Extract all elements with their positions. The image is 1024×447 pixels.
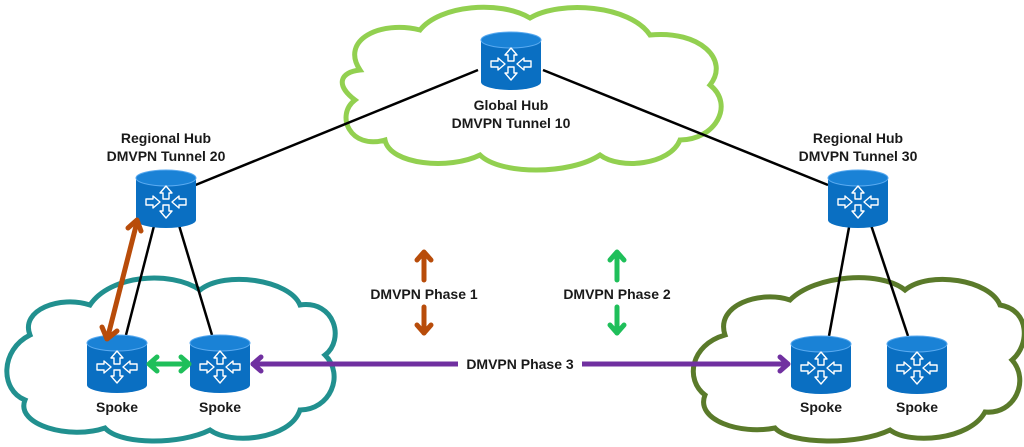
phase1-path-arrow xyxy=(99,217,144,342)
spoke-right-1-label: Spoke xyxy=(799,399,842,415)
regional-hub-left-tunnel: DMVPN Tunnel 20 xyxy=(106,148,226,164)
right-spoke-cloud xyxy=(690,275,1024,444)
link-global-to-right-hub xyxy=(542,68,829,187)
phase3-path-arrow xyxy=(250,354,791,374)
link-right-hub-spoke2 xyxy=(868,221,910,337)
global-hub-router xyxy=(480,31,542,91)
spoke-left-1-router xyxy=(86,334,148,394)
link-right-hub-spoke1 xyxy=(827,221,852,337)
spoke-right-2-label: Spoke xyxy=(895,399,938,415)
spoke-right-1-router xyxy=(790,335,852,395)
global-hub-name: Global Hub xyxy=(473,97,549,113)
legend-phase2-arrows xyxy=(607,249,627,336)
regional-hub-left-router xyxy=(135,169,197,229)
link-global-to-left-hub xyxy=(192,68,479,188)
legend-phase3-label: DMVPN Phase 3 xyxy=(458,355,582,373)
spoke-left-1-label: Spoke xyxy=(95,399,138,415)
left-spoke-cloud xyxy=(4,275,338,444)
regional-hub-right-tunnel: DMVPN Tunnel 30 xyxy=(798,148,918,164)
link-left-hub-spoke1 xyxy=(124,221,157,336)
regional-hub-right-name: Regional Hub xyxy=(812,130,904,146)
legend-phase1-arrows xyxy=(414,249,434,336)
regional-hub-right-label: Regional Hub DMVPN Tunnel 30 xyxy=(788,129,928,165)
legend-phase1-label: DMVPN Phase 1 xyxy=(370,286,478,302)
regional-hub-right-router xyxy=(827,169,889,229)
legend-phase2-label: DMVPN Phase 2 xyxy=(563,286,671,302)
phase2-path-arrow xyxy=(146,354,192,374)
global-hub-cloud xyxy=(340,4,724,173)
regional-hub-left-label: Regional Hub DMVPN Tunnel 20 xyxy=(96,129,236,165)
spoke-left-2-router xyxy=(189,334,251,394)
global-hub-label: Global Hub DMVPN Tunnel 10 xyxy=(441,96,581,132)
regional-hub-left-name: Regional Hub xyxy=(120,130,212,146)
spoke-right-2-router xyxy=(886,335,948,395)
link-left-hub-spoke2 xyxy=(176,221,214,336)
global-hub-tunnel: DMVPN Tunnel 10 xyxy=(451,115,571,131)
spoke-left-2-label: Spoke xyxy=(198,399,241,415)
